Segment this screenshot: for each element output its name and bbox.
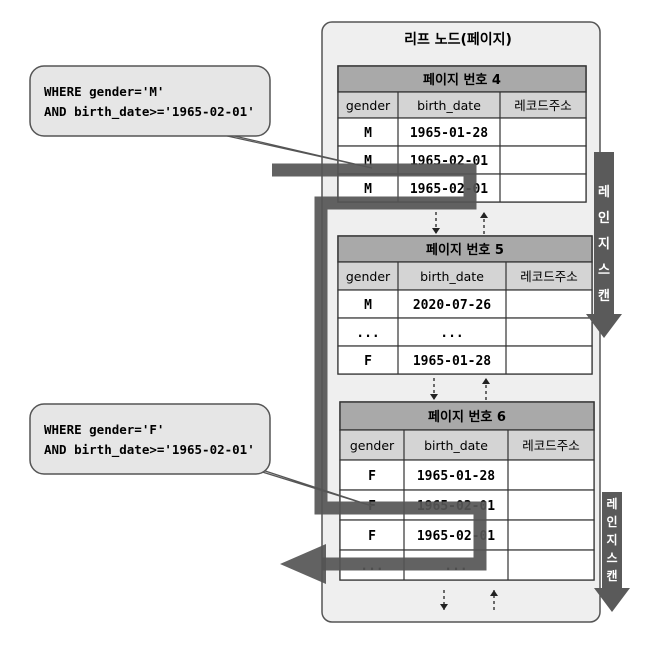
query-bubble-m-box [29,65,271,137]
scan-label-1-char: 인 [598,210,610,226]
column-header: 레코드주소 [522,438,580,453]
query-f-line2: AND birth_date>='1965-02-01' [44,442,255,458]
scan-path-arrowhead [280,544,326,584]
table-cell: F [364,354,372,369]
scan-label-2-char: 레 [606,496,617,511]
range-scan-arrow-1-shaft [594,152,614,314]
column-header: 레코드주소 [520,269,578,284]
table-cell: ... [440,326,463,341]
table-cell: F [368,529,376,544]
table-row [337,317,593,347]
page-table: 페이지 번호 6 gender birth_date 레코드주소 F 1965-01-28… [339,401,595,581]
page-title: 페이지 번호 4 [423,72,501,88]
column-header-row [337,261,593,291]
range-scan-arrow-1-head [586,314,622,338]
page-table-header [339,401,595,431]
query-bubble-f-box [29,403,271,475]
scan-label-1-char: 스 [598,263,610,278]
scan-path [272,163,487,571]
table-cell: F [368,469,376,484]
table-cell: 1965-02-01 [410,182,488,197]
scan-label-1-char: 지 [598,237,610,252]
table-cell: M [364,298,372,313]
column-header: gender [350,438,395,453]
range-scan-arrow-2-shaft [602,492,622,588]
range-scan-arrow-1: 레 인 지 스 캔 [586,152,622,338]
query-m-line1: WHERE gender='M' [44,84,164,99]
page-link-arrowhead [430,394,438,400]
page-table-header [337,65,587,93]
column-header: gender [346,269,391,284]
column-header: birth_date [420,269,484,284]
page-link-arrowhead [432,228,440,234]
table-cell: 1965-01-28 [413,354,491,369]
page-table: 페이지 번호 5 gender birth_date 레코드주소 M 2020-07-26… [337,235,593,375]
pages-layer: 페이지 번호 4 gender birth_date 레코드주소 M 1965-01-28… [337,65,595,581]
column-header: birth_date [417,98,481,113]
table-cell: 1965-01-28 [417,469,495,484]
table-cell: M [364,126,372,141]
page-link-arrowhead [490,590,498,596]
query-f-line1: WHERE gender='F' [44,422,164,437]
column-header: 레코드주소 [514,98,572,113]
table-cell: M [364,182,372,197]
page-link-arrowhead [440,604,448,610]
query-bubble-m: WHERE gender='M' AND birth_date>='1965-0… [29,65,373,169]
scan-path-layer [272,163,487,584]
table-cell: M [364,154,372,169]
scan-label-1-char: 캔 [598,288,610,304]
page-link-arrowhead [480,212,488,218]
scan-label-2-char: 지 [606,532,617,547]
table-row [337,345,593,375]
page-links-layer [430,212,498,610]
column-header: gender [346,98,391,113]
scan-label-1-char: 레 [598,185,610,200]
page-title: 페이지 번호 5 [426,242,504,258]
page-link-arrowhead [482,378,490,384]
table-cell: 1965-01-28 [410,126,488,141]
range-scan-arrow-2-head [594,588,630,612]
table-row [337,289,593,319]
query-bubble-f: WHERE gender='F' AND birth_date>='1965-0… [29,403,373,507]
table-cell: 2020-07-26 [413,298,491,313]
page-title: 페이지 번호 6 [428,409,506,425]
table-row [337,117,587,147]
table-cell: ... [356,326,379,341]
column-header-row [339,429,595,461]
page-table: 페이지 번호 4 gender birth_date 레코드주소 M 1965-01-28… [337,65,587,203]
range-scan-arrow-2: 레 인 지 스 캔 [594,492,630,612]
scan-label-2-char: 인 [606,514,617,529]
scan-label-2-char: 스 [606,551,617,565]
column-header: birth_date [424,438,488,453]
scan-label-2-char: 캔 [606,568,617,583]
table-row [339,519,595,551]
query-m-line2: AND birth_date>='1965-02-01' [44,104,255,120]
leaf-node-title: 리프 노드(페이지) [404,31,512,48]
